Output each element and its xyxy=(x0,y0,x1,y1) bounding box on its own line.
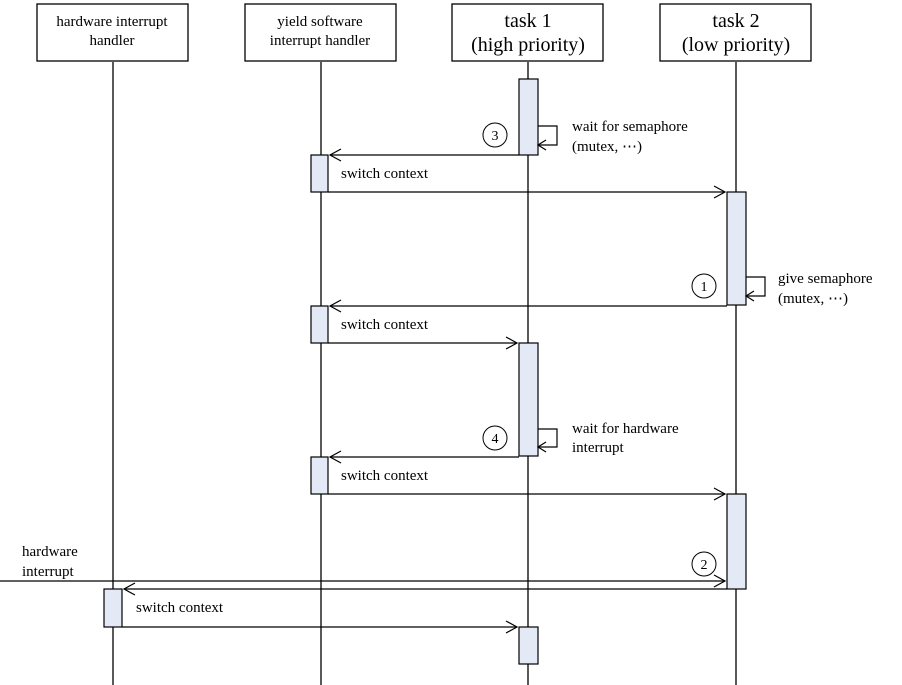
activation-task1-1 xyxy=(518,78,539,156)
label-wait-semaphore-1: wait for semaphore xyxy=(572,119,688,135)
message-task2-to-yield-1 xyxy=(328,299,727,313)
label-wait-hw-2: interrupt xyxy=(572,440,624,456)
activation-task1-2 xyxy=(518,342,539,457)
actor-hw-line1: hardware interrupt xyxy=(56,14,168,30)
actor-hw-line2: handler xyxy=(90,33,135,49)
message-external-hardware-interrupt xyxy=(0,574,727,588)
step-badge-1: 1 xyxy=(691,273,717,299)
label-switch-context-1: switch context xyxy=(341,166,429,182)
message-task2-to-hw-handler xyxy=(122,582,727,596)
actor-yield-handler: yield software interrupt handler xyxy=(244,3,397,62)
label-hardware-interrupt-1: hardware xyxy=(22,544,78,560)
message-task1-to-yield-1 xyxy=(328,148,519,162)
actor-task1-line2: (high priority) xyxy=(471,34,585,56)
message-yield-to-task2-1 xyxy=(328,185,727,199)
step-badge-2: 2 xyxy=(691,551,717,577)
label-hardware-interrupt-2: interrupt xyxy=(22,564,74,580)
actor-task2-line1: task 2 xyxy=(712,10,759,32)
step-badge-4: 4 xyxy=(482,425,508,451)
message-yield-to-task1-1 xyxy=(328,336,519,350)
step-2-number: 2 xyxy=(701,558,708,573)
activation-hw-1 xyxy=(103,588,123,628)
actor-hardware-interrupt-handler: hardware interrupt handler xyxy=(36,3,189,62)
step-badge-3: 3 xyxy=(482,122,508,148)
activation-task2-1 xyxy=(726,191,747,306)
activation-yield-1 xyxy=(310,154,329,193)
label-switch-context-3: switch context xyxy=(341,468,429,484)
label-wait-semaphore-2: (mutex, ⋯) xyxy=(572,139,642,155)
step-3-number: 3 xyxy=(492,129,499,144)
label-give-semaphore-1: give semaphore xyxy=(778,271,873,287)
self-message-wait-semaphore xyxy=(536,125,558,151)
activation-yield-3 xyxy=(310,456,329,495)
actor-task2-line2: (low priority) xyxy=(682,34,790,56)
actor-yield-line2: interrupt handler xyxy=(270,33,370,49)
label-switch-context-4: switch context xyxy=(136,600,224,616)
label-wait-hw-1: wait for hardware xyxy=(572,421,679,437)
actor-task1: task 1 (high priority) xyxy=(451,3,604,62)
step-4-number: 4 xyxy=(492,432,499,447)
self-message-wait-hw-interrupt xyxy=(536,428,558,453)
activation-task2-2 xyxy=(726,493,747,590)
message-task1-to-yield-2 xyxy=(328,450,519,464)
label-switch-context-2: switch context xyxy=(341,317,429,333)
self-message-give-semaphore xyxy=(744,276,766,302)
message-hw-handler-to-task1 xyxy=(122,620,519,634)
activation-yield-2 xyxy=(310,305,329,344)
message-yield-to-task2-2 xyxy=(328,487,727,501)
label-give-semaphore-2: (mutex, ⋯) xyxy=(778,291,848,307)
actor-task2: task 2 (low priority) xyxy=(659,3,812,62)
activation-task1-3 xyxy=(518,626,539,665)
step-1-number: 1 xyxy=(701,280,708,295)
actor-task1-line1: task 1 xyxy=(504,10,551,32)
actor-yield-line1: yield software xyxy=(277,14,363,30)
